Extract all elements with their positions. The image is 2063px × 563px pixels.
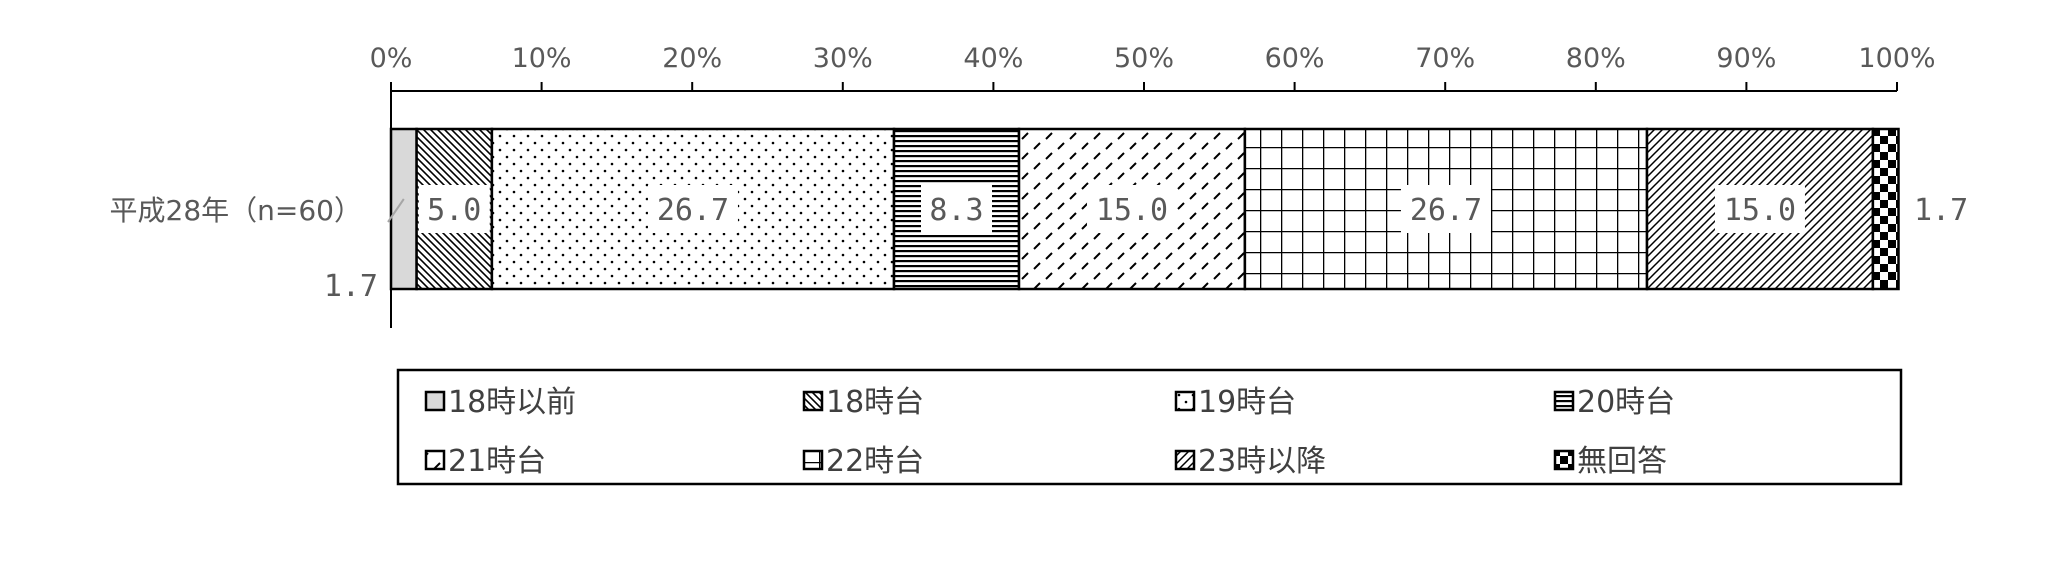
data-label-background	[647, 185, 738, 233]
x-tick-label: 90%	[1716, 43, 1776, 74]
legend-label: 22時台	[826, 444, 924, 479]
data-label: 15.0	[1096, 193, 1168, 228]
x-tick-label: 40%	[963, 43, 1023, 74]
bar-segment	[389, 127, 418, 291]
data-labels: 1.7 5.0 26.7 8.3 15.0 26.7 15.0 1.7	[324, 185, 1968, 304]
x-axis-ticks: 0% 10% 20% 30% 40% 50% 60% 70% 80% 90% 100%	[370, 43, 1936, 74]
bar-segment	[1017, 127, 1247, 291]
data-label: 15.0	[1724, 193, 1796, 228]
legend-label: 無回答	[1577, 444, 1667, 479]
category-labels: 平成28年（n=60）	[110, 194, 362, 227]
legend-box	[396, 368, 1903, 486]
data-label-background	[1400, 185, 1491, 233]
bar-segment	[1871, 127, 1900, 291]
legend-swatch	[802, 449, 824, 471]
legend-label: 18時以前	[448, 385, 576, 420]
category-label: 平成28年（n=60）	[110, 194, 362, 227]
x-tick-label: 70%	[1415, 43, 1475, 74]
data-label-background	[921, 185, 993, 233]
legend-swatch	[1553, 449, 1575, 471]
legend-swatch	[424, 449, 446, 471]
legend-label: 20時台	[1577, 385, 1675, 420]
legend-swatch	[1174, 390, 1196, 412]
legend-label: 18時台	[826, 385, 924, 420]
legend: 18時以前 18時台 19時台 20時台 21時台 22時台 23時以降 無回答	[396, 368, 1903, 486]
data-label: 8.3	[929, 193, 983, 228]
x-tick-label: 80%	[1566, 43, 1626, 74]
legend-swatch	[1174, 449, 1196, 471]
legend-label: 23時以降	[1198, 444, 1326, 479]
legend-swatch	[802, 390, 824, 412]
leader-line	[387, 198, 405, 223]
x-tick-label: 50%	[1114, 43, 1174, 74]
x-tick-label: 100%	[1858, 43, 1935, 74]
legend-label: 21時台	[448, 444, 546, 479]
data-label-background	[1086, 185, 1177, 233]
data-label: 5.0	[427, 193, 481, 228]
legend-swatch	[1553, 390, 1575, 412]
x-tick-label: 30%	[813, 43, 873, 74]
x-tick-label: 20%	[662, 43, 722, 74]
x-tick-label: 10%	[512, 43, 572, 74]
legend-label: 19時台	[1198, 385, 1296, 420]
data-label: 1.7	[1914, 193, 1968, 228]
x-tick-label: 0%	[370, 43, 413, 74]
data-label-background	[1714, 185, 1805, 233]
data-label: 26.7	[1410, 193, 1482, 228]
legend-swatch	[424, 390, 446, 412]
data-label: 1.7	[324, 269, 378, 304]
data-label-background	[418, 185, 490, 233]
x-tick-label: 60%	[1265, 43, 1325, 74]
data-label: 26.7	[657, 193, 729, 228]
